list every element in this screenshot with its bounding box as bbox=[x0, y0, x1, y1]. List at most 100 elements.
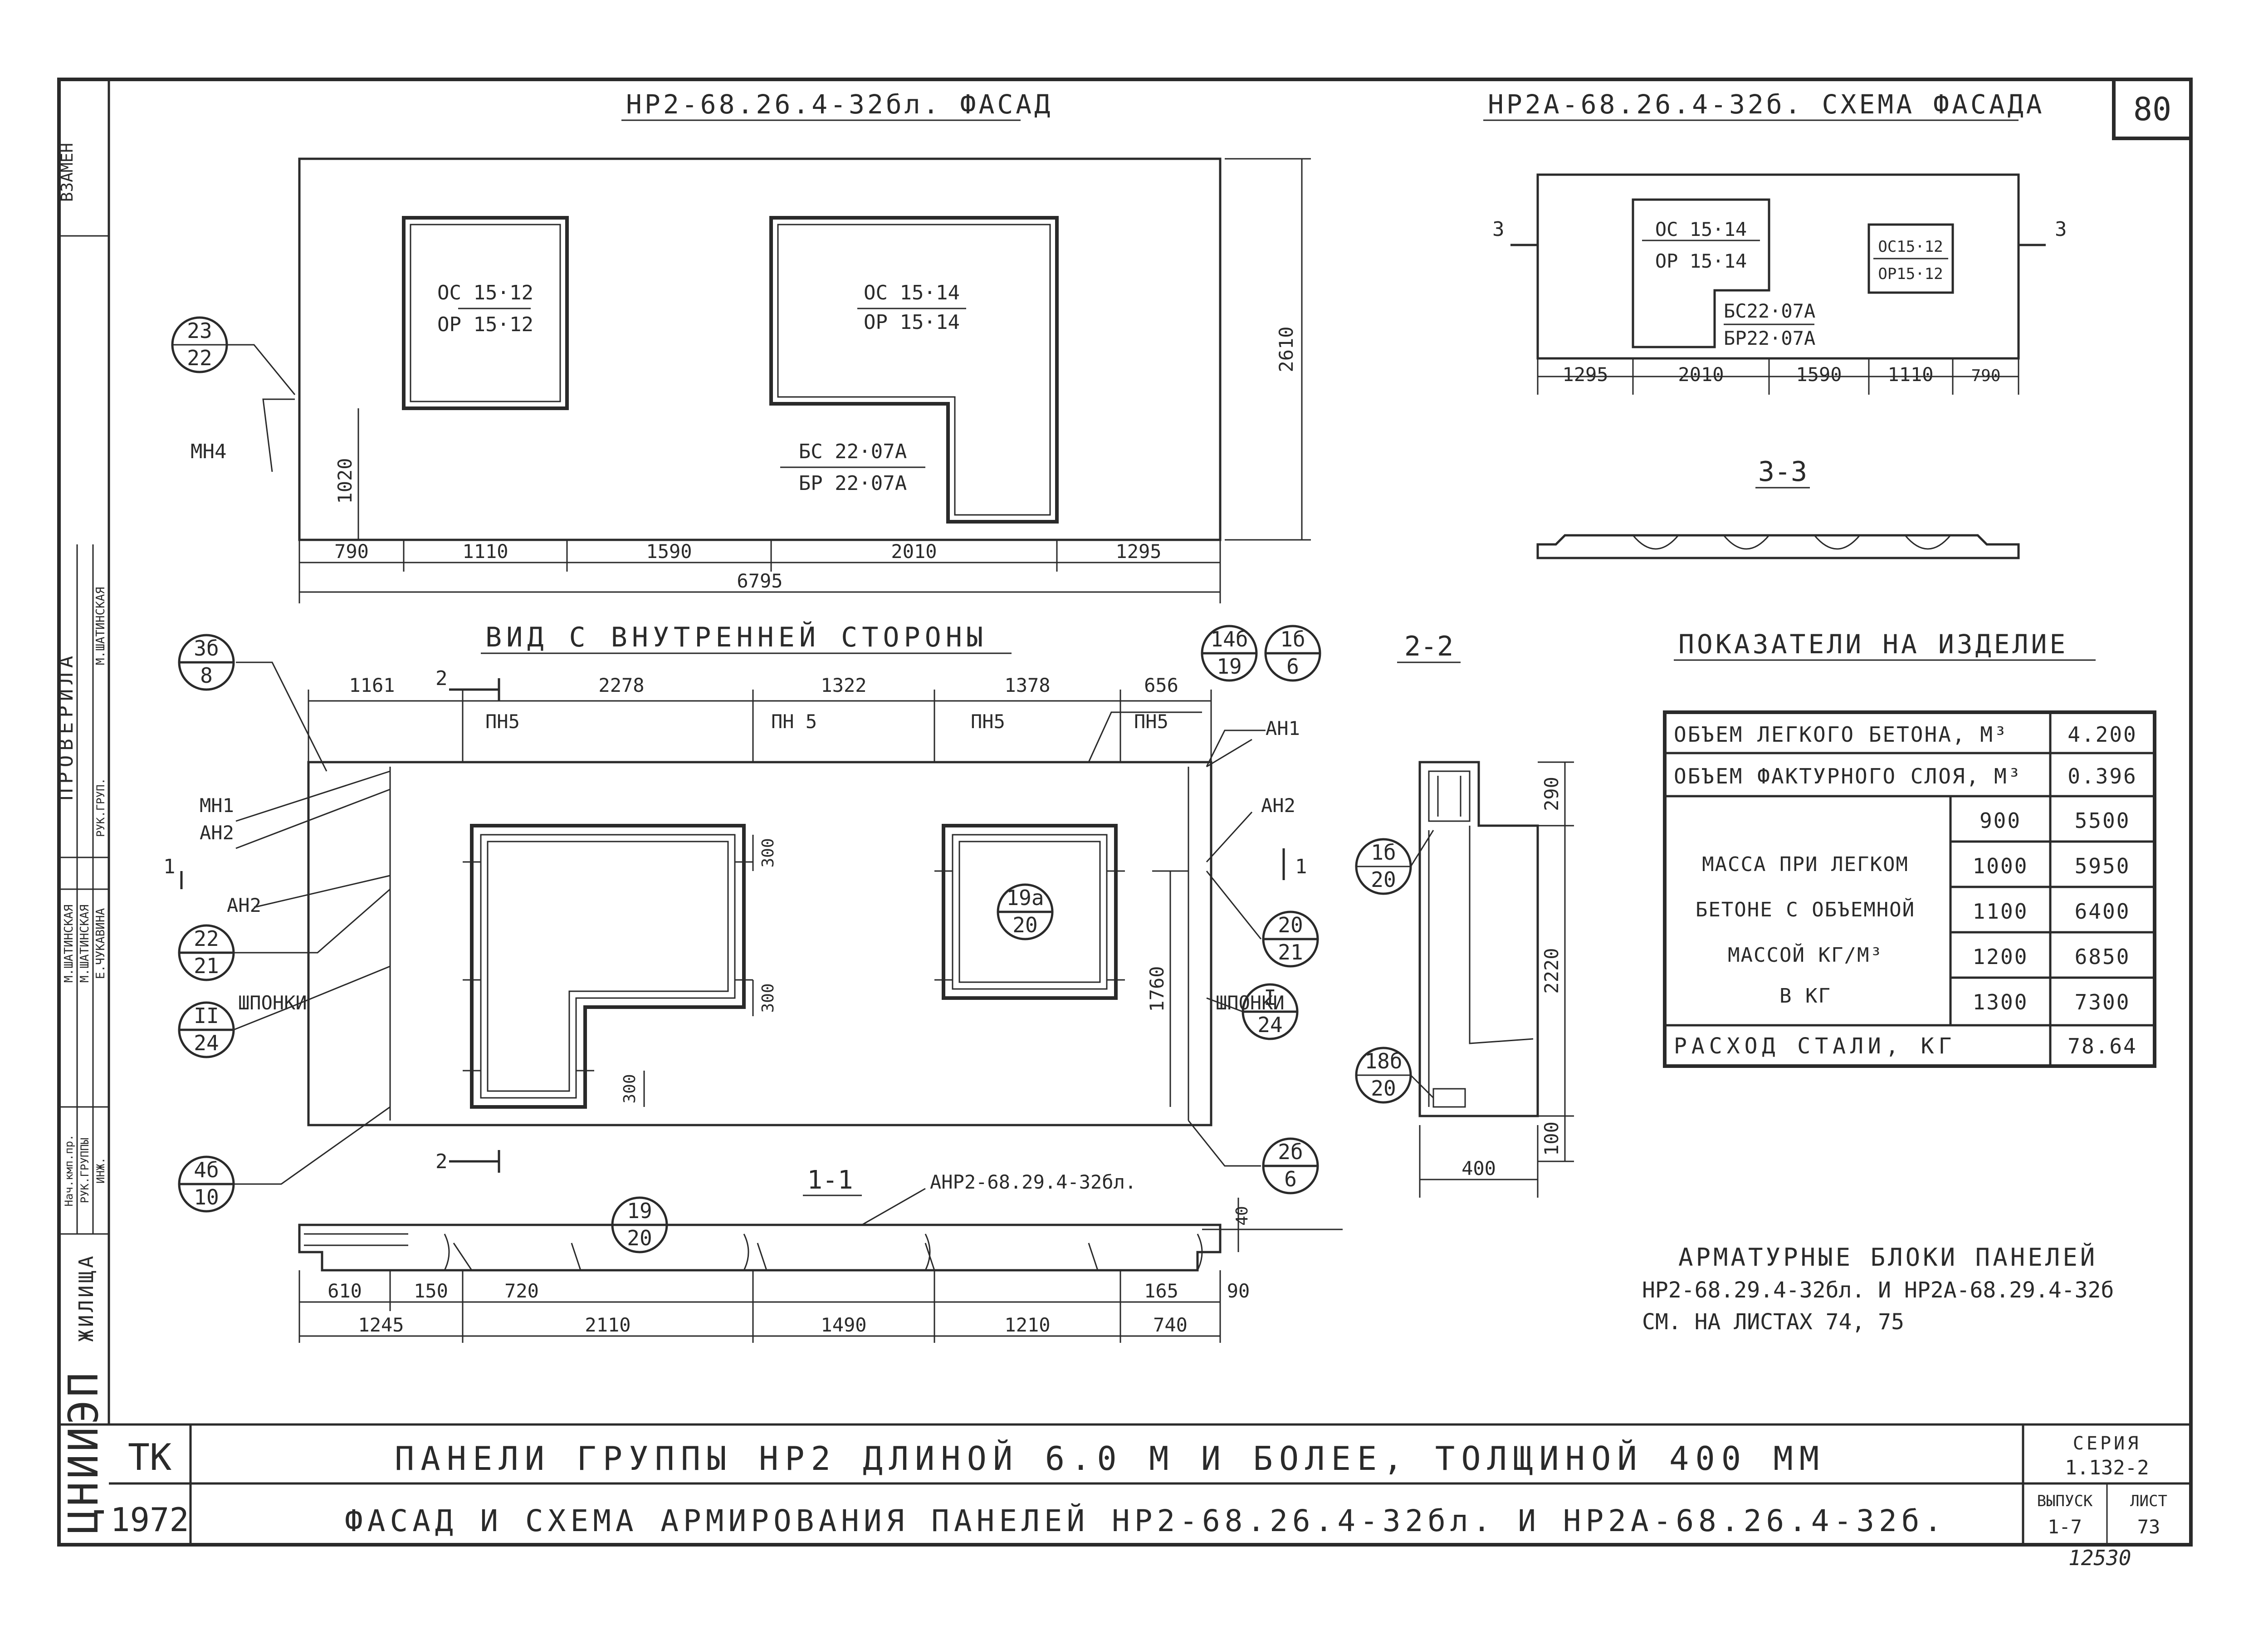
facade-door-top: БС 22·07А bbox=[799, 440, 907, 463]
facade-dim-3: 1590 bbox=[646, 540, 692, 563]
section11-r2-1: 1245 bbox=[358, 1314, 404, 1336]
section11-r1-5: 90 bbox=[1227, 1280, 1250, 1302]
scheme-door-bot: БР22·07А bbox=[1724, 327, 1815, 349]
inner-pn-2: ПН 5 bbox=[771, 710, 817, 733]
facade-bubble-top: 23 bbox=[187, 318, 212, 343]
inner-dim-4: 1378 bbox=[1004, 674, 1050, 696]
inner-dim-300-a: 300 bbox=[759, 838, 777, 867]
strip-name-3: Е.ЧУКАВИНА bbox=[94, 908, 108, 979]
strip-role-3: ИНЖ. bbox=[94, 1157, 107, 1184]
seria-label: СЕРИЯ bbox=[2073, 1433, 2141, 1454]
section-1-1 bbox=[298, 1188, 1343, 1343]
strip-role-2: РУК.ГРУППЫ bbox=[78, 1138, 91, 1204]
inner-pn-4: ПН5 bbox=[1134, 710, 1168, 733]
scheme-dim-4: 1110 bbox=[1887, 363, 1933, 386]
mass-value-3: 6400 bbox=[2075, 899, 2131, 924]
scheme-dim-1: 1295 bbox=[1562, 363, 1608, 386]
mass-value-2: 5950 bbox=[2075, 854, 2131, 878]
scheme-win-small-bot: ОР15·12 bbox=[1878, 265, 1943, 283]
strip-name-2: М.ШАТИНСКАЯ bbox=[78, 905, 92, 983]
section22-bubble2-bot: 20 bbox=[1371, 1076, 1396, 1101]
inner-title: ВИД С ВНУТРЕННЕЙ СТОРОНЫ bbox=[485, 621, 987, 653]
bubble-20-bot: 21 bbox=[1278, 940, 1303, 964]
indicators-table bbox=[1663, 710, 2156, 1068]
title-line-1: ПАНЕЛИ ГРУППЫ НР2 ДЛИНОЙ 6.0 М И БОЛЕЕ, … bbox=[395, 1439, 1825, 1478]
inner-pn-3: ПН5 bbox=[971, 710, 1005, 733]
inner-an2-b: АН2 bbox=[227, 894, 261, 916]
mass-density-2: 1000 bbox=[1973, 854, 2028, 878]
bubble-ii-top: II bbox=[194, 1003, 219, 1028]
section11-r1-2: 150 bbox=[414, 1280, 448, 1302]
section-2-2 bbox=[1355, 761, 1574, 1198]
list-label: ЛИСТ bbox=[2130, 1492, 2167, 1510]
mass-line-4: В КГ bbox=[1779, 984, 1831, 1008]
note-line-2: НР2-68.29.4-32бл. И НР2А-68.29.4-32б bbox=[1642, 1278, 2114, 1303]
inner-dim-2: 2278 bbox=[598, 674, 644, 696]
bubble-19a-top: 19а bbox=[1006, 886, 1044, 910]
section22-d290: 290 bbox=[1540, 777, 1563, 811]
bubble-14b-top: 14б bbox=[1210, 627, 1248, 651]
section11-r1-3: 720 bbox=[504, 1280, 539, 1302]
facade-dim-sill: 1020 bbox=[334, 458, 356, 504]
inner-mn1: МН1 bbox=[200, 794, 234, 817]
section11-ref: АНР2-68.29.4-32бл. bbox=[930, 1171, 1136, 1193]
section22-d2220: 2220 bbox=[1540, 948, 1563, 994]
scheme-dim-2: 2010 bbox=[1678, 363, 1724, 386]
list-value: 73 bbox=[2137, 1516, 2160, 1538]
inner-dim-1: 1161 bbox=[349, 674, 395, 696]
seria-value: 1.132-2 bbox=[2065, 1456, 2149, 1479]
section11-r1-4: 165 bbox=[1144, 1280, 1178, 1302]
section22-title: 2-2 bbox=[1404, 631, 1453, 662]
bubble-1b-top: 1б bbox=[1280, 627, 1305, 651]
inner-an1: АН1 bbox=[1266, 717, 1300, 739]
facade-mn4: МН4 bbox=[191, 440, 226, 463]
left-strip bbox=[59, 235, 109, 1235]
bubble-4b-bot: 10 bbox=[194, 1185, 219, 1209]
facade-win1-top: ОС 15·12 bbox=[437, 281, 533, 304]
inner-dim-5: 656 bbox=[1144, 674, 1178, 696]
inner-cut2-bot: 2 bbox=[435, 1150, 448, 1173]
title-year: 1972 bbox=[110, 1501, 189, 1539]
section22-bubble2-top: 18б bbox=[1364, 1049, 1402, 1073]
section11-title: 1-1 bbox=[807, 1165, 853, 1195]
vypusk-label: ВЫПУСК bbox=[2037, 1492, 2093, 1510]
bubble-22-top: 22 bbox=[194, 926, 219, 951]
inner-dim-3: 1322 bbox=[821, 674, 866, 696]
inner-cut1-left: 1 bbox=[163, 855, 176, 878]
bubble-19-bot: 20 bbox=[627, 1226, 652, 1250]
section11-r2-5: 740 bbox=[1153, 1314, 1188, 1336]
section22-bubble1-bot: 20 bbox=[1371, 867, 1396, 892]
scheme-win-small-top: ОС15·12 bbox=[1878, 238, 1943, 256]
inner-shponki-right: ШПОНКИ bbox=[1216, 992, 1285, 1014]
inner-an2-a: АН2 bbox=[200, 822, 234, 844]
mass-density-1: 900 bbox=[1980, 808, 2021, 833]
mass-line-1: МАССА ПРИ ЛЕГКОМ bbox=[1702, 853, 1909, 876]
facade-win1-bot: ОР 15·12 bbox=[437, 313, 533, 336]
section22-bubble1-top: 1б bbox=[1371, 840, 1396, 865]
section22-d100: 100 bbox=[1540, 1121, 1563, 1156]
bubble-19-top: 19 bbox=[627, 1199, 652, 1223]
bubble-20-top: 20 bbox=[1278, 913, 1303, 937]
section22-d400: 400 bbox=[1461, 1157, 1496, 1180]
scheme-win-big-bot: ОР 15·14 bbox=[1655, 250, 1747, 272]
facade-dim-2: 1110 bbox=[462, 540, 508, 563]
inner-an2-c: АН2 bbox=[1261, 794, 1295, 817]
note-line-3: СМ. НА ЛИСТАХ 74, 75 bbox=[1642, 1309, 1904, 1335]
inner-shponki-left: ШПОНКИ bbox=[238, 992, 307, 1014]
vzamen-label: ВЗАМЕН bbox=[58, 143, 77, 202]
facade-title: НР2-68.26.4-32бл. ФАСАД bbox=[626, 89, 1053, 120]
org-name: ЦНИИЭП bbox=[60, 1370, 108, 1533]
mass-line-3: МАССОЙ КГ/М³ bbox=[1728, 943, 1883, 967]
title-tk: ТК bbox=[128, 1436, 171, 1478]
bubble-i-top: I bbox=[1264, 985, 1276, 1010]
facade-view bbox=[171, 157, 1311, 603]
inner-dim-1760: 1760 bbox=[1146, 966, 1168, 1012]
title-line-2: ФАСАД И СХЕМА АРМИРОВАНИЯ ПАНЕЛЕЙ НР2-68… bbox=[345, 1503, 1946, 1538]
facade-door-bot: БР 22·07А bbox=[799, 472, 907, 495]
mass-value-4: 6850 bbox=[2075, 945, 2131, 969]
mass-value-1: 5500 bbox=[2075, 808, 2131, 833]
bubble-3b-top: 3б bbox=[194, 636, 219, 661]
bubble-i-bot: 24 bbox=[1257, 1013, 1282, 1037]
bubble-14b-bot: 19 bbox=[1217, 654, 1242, 679]
